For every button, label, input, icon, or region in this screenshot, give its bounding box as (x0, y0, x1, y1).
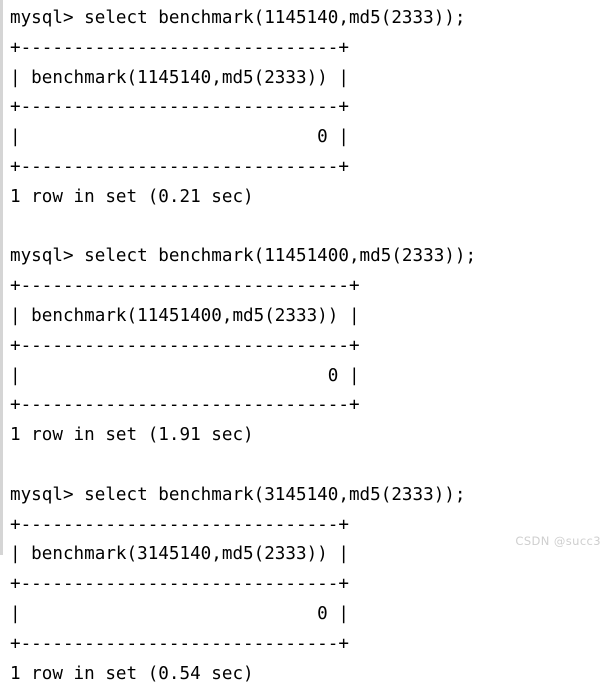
csdn-watermark: CSDN @succ3 (515, 534, 601, 548)
console-output: mysql> select benchmark(1145140,md5(2333… (10, 8, 477, 684)
